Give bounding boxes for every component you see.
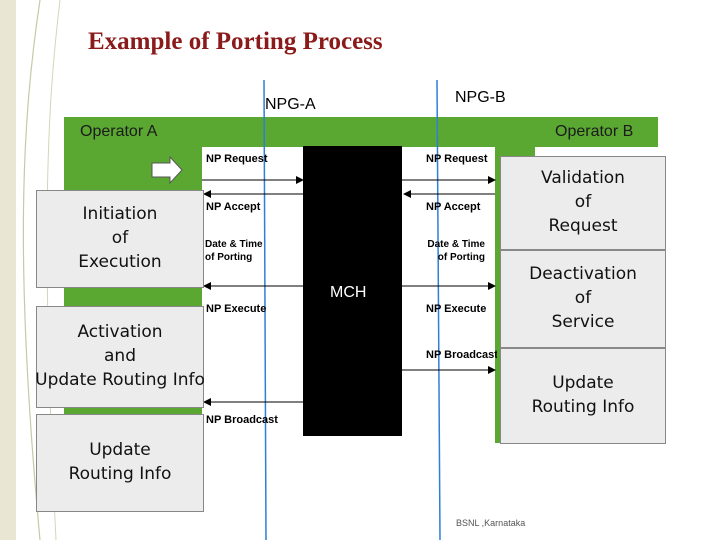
operator-bar [64,117,658,147]
right-np-accept: NP Accept [426,201,481,213]
operator-b-label: Operator B [555,123,634,140]
right-np-broadcast: NP Broadcast [426,349,497,361]
mch-block [303,146,402,436]
left-np-accept: NP Accept [206,201,261,213]
right-date-time: Date & Time of Porting [427,239,485,263]
validation-box: Validation of Request [500,156,666,250]
right-np-request: NP Request [426,153,488,165]
operator-a-label: Operator A [80,123,158,140]
right-np-execute: NP Execute [426,303,487,315]
mch-label: MCH [330,284,367,301]
initiation-box: Initiation of Execution [36,190,204,288]
left-np-request: NP Request [206,153,268,165]
input-arrow-icon [151,155,183,185]
slide-title: Example of Porting Process [88,28,383,55]
left-np-broadcast: NP Broadcast [206,414,278,426]
npg-b-line [436,79,441,540]
npg-b-label: NPG-B [455,89,506,106]
left-decorative-band [0,0,16,540]
deactivation-box: Deactivation of Service [500,250,666,348]
npg-a-label: NPG-A [265,96,316,113]
activation-box: Activation and Update Routing Info [35,306,205,408]
left-np-execute: NP Execute [206,303,267,315]
left-date-time: Date & Time of Porting [205,239,263,263]
footer-text: BSNL ,Karnataka [456,518,526,528]
update-routing-right-box: Update Routing Info [500,348,666,444]
update-routing-left-box: Update Routing Info [36,414,204,512]
right-message-clip: NP Request NP Accept Date & Time of Port… [426,150,497,440]
npg-a-line [263,79,267,540]
